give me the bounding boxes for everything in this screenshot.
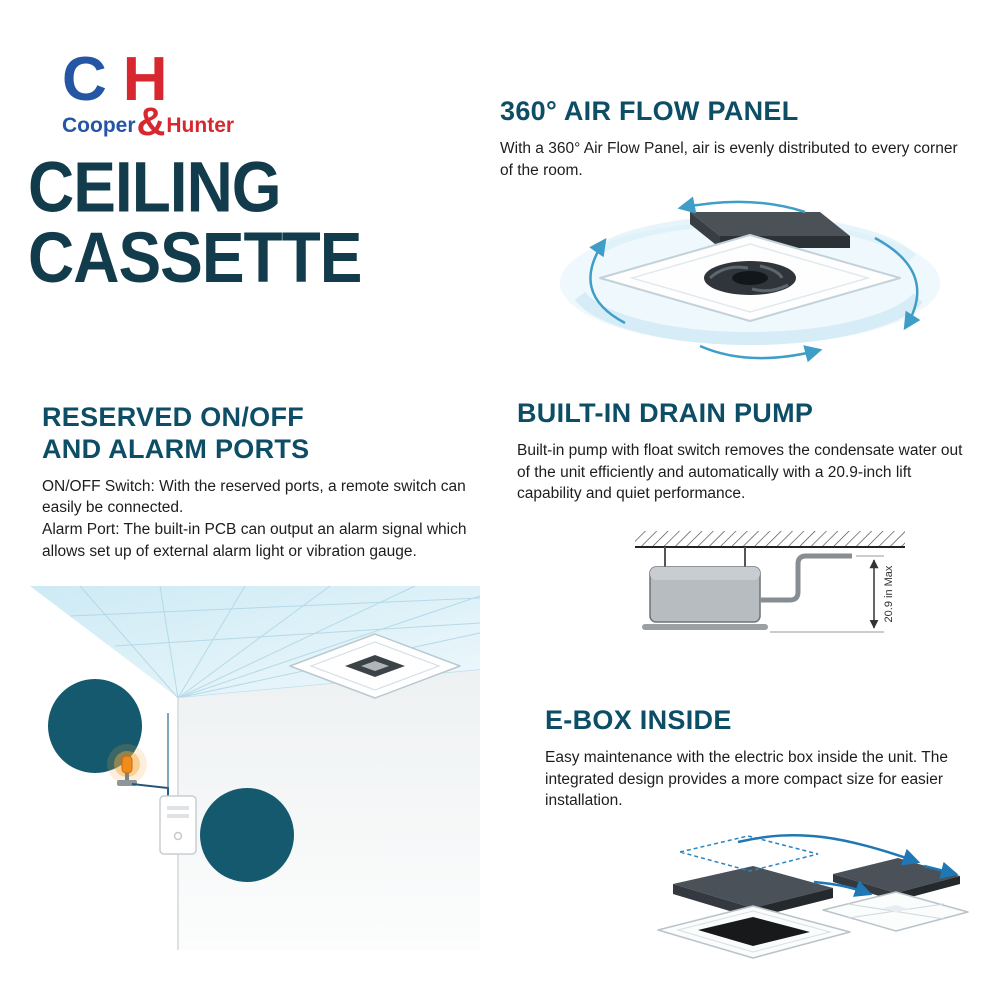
ebox-units-illustration <box>657 833 969 959</box>
page-title-line2: CASSETTE <box>28 216 362 298</box>
ports-heading: RESERVED ON/OFF AND ALARM PORTS <box>42 402 492 466</box>
ebox-heading: E-BOX INSIDE <box>545 705 732 735</box>
ceiling-hatch <box>635 531 905 548</box>
logo-letter-c: C <box>62 45 109 114</box>
ebox-body: Easy maintenance with the electric box i… <box>545 748 948 810</box>
section-ports: RESERVED ON/OFF AND ALARM PORTS ON/OFF S… <box>42 402 492 562</box>
fan <box>704 261 796 295</box>
cassette-unit-left <box>657 866 851 959</box>
drain-pipe <box>760 553 852 603</box>
ports-paragraph-alarm: Alarm Port: The built-in PCB can output … <box>42 521 467 560</box>
ports-body: ON/OFF Switch: With the reserved ports, … <box>42 476 492 563</box>
page-title-line1: CEILING <box>28 146 282 228</box>
drain-body: Built-in pump with float switch removes … <box>517 441 963 503</box>
alarm-wire <box>131 783 169 796</box>
alarm-light <box>107 744 147 786</box>
airflow-cassette-illustration <box>560 196 940 363</box>
logo-letter-h: H <box>122 45 170 114</box>
logo-wordmark: Cooper & Hunter <box>62 102 235 142</box>
logo-ampersand: & <box>136 99 166 144</box>
pump-unit <box>642 566 768 630</box>
ports-paragraph-onoff: ON/OFF Switch: With the reserved ports, … <box>42 477 466 517</box>
ports-heading-line2: AND ALARM PORTS <box>42 433 310 464</box>
drain-pump-diagram: 20.9 in Max <box>635 531 905 633</box>
switch-panel <box>159 795 197 855</box>
airflow-body: With a 360° Air Flow Panel, air is evenl… <box>500 139 958 179</box>
room-installation-illustration <box>30 585 481 950</box>
section-drain-pump: BUILT-IN DRAIN PUMP Built-in pump with f… <box>517 398 977 505</box>
lift-dimension: 20.9 in Max <box>770 555 895 633</box>
airflow-heading: 360° AIR FLOW PANEL <box>500 96 799 126</box>
ports-heading-line1: RESERVED ON/OFF <box>42 402 305 432</box>
logo-cooper: Cooper <box>62 113 136 137</box>
teal-circle-right <box>200 788 294 882</box>
section-airflow: 360° AIR FLOW PANEL With a 360° Air Flow… <box>500 96 960 181</box>
section-ebox: E-BOX INSIDE Easy maintenance with the e… <box>545 705 977 812</box>
page-title: CEILING CASSETTE <box>28 151 362 293</box>
cassette-unit-right <box>822 858 969 932</box>
ceiling-cassette <box>289 633 461 699</box>
lift-dimension-label: 20.9 in Max <box>883 565 895 622</box>
drain-heading: BUILT-IN DRAIN PUMP <box>517 398 814 428</box>
air-swirl-front <box>574 291 923 345</box>
ebox-arrows <box>679 833 959 897</box>
logo-hunter: Hunter <box>166 113 235 137</box>
teal-circle-left <box>48 679 142 773</box>
airflow-arrows <box>589 196 921 363</box>
